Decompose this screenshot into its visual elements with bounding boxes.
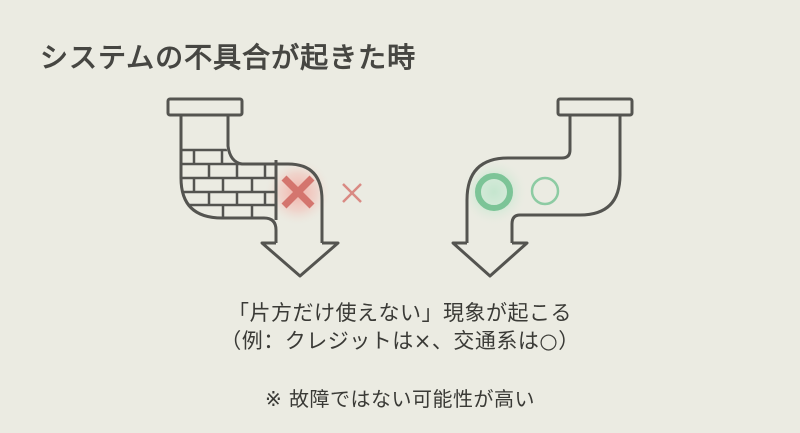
right-pipe [451,97,634,278]
large-circle-icon [475,173,513,211]
caption-line-2: （例：クレジットは×、交通系は○） [220,329,580,353]
right-pipe-outline [451,97,634,278]
note-text: ※ 故障ではない可能性が高い [264,387,536,411]
small-x-icon [342,183,362,203]
left-pipe [166,97,362,278]
small-circle-icon [530,176,560,206]
page-title: システムの不具合が起きた時 [40,41,417,74]
left-pipe-outline [166,97,340,278]
caption-line-1: 「片方だけ使えない」現象が起こる [228,301,572,325]
large-x-icon [281,175,315,209]
